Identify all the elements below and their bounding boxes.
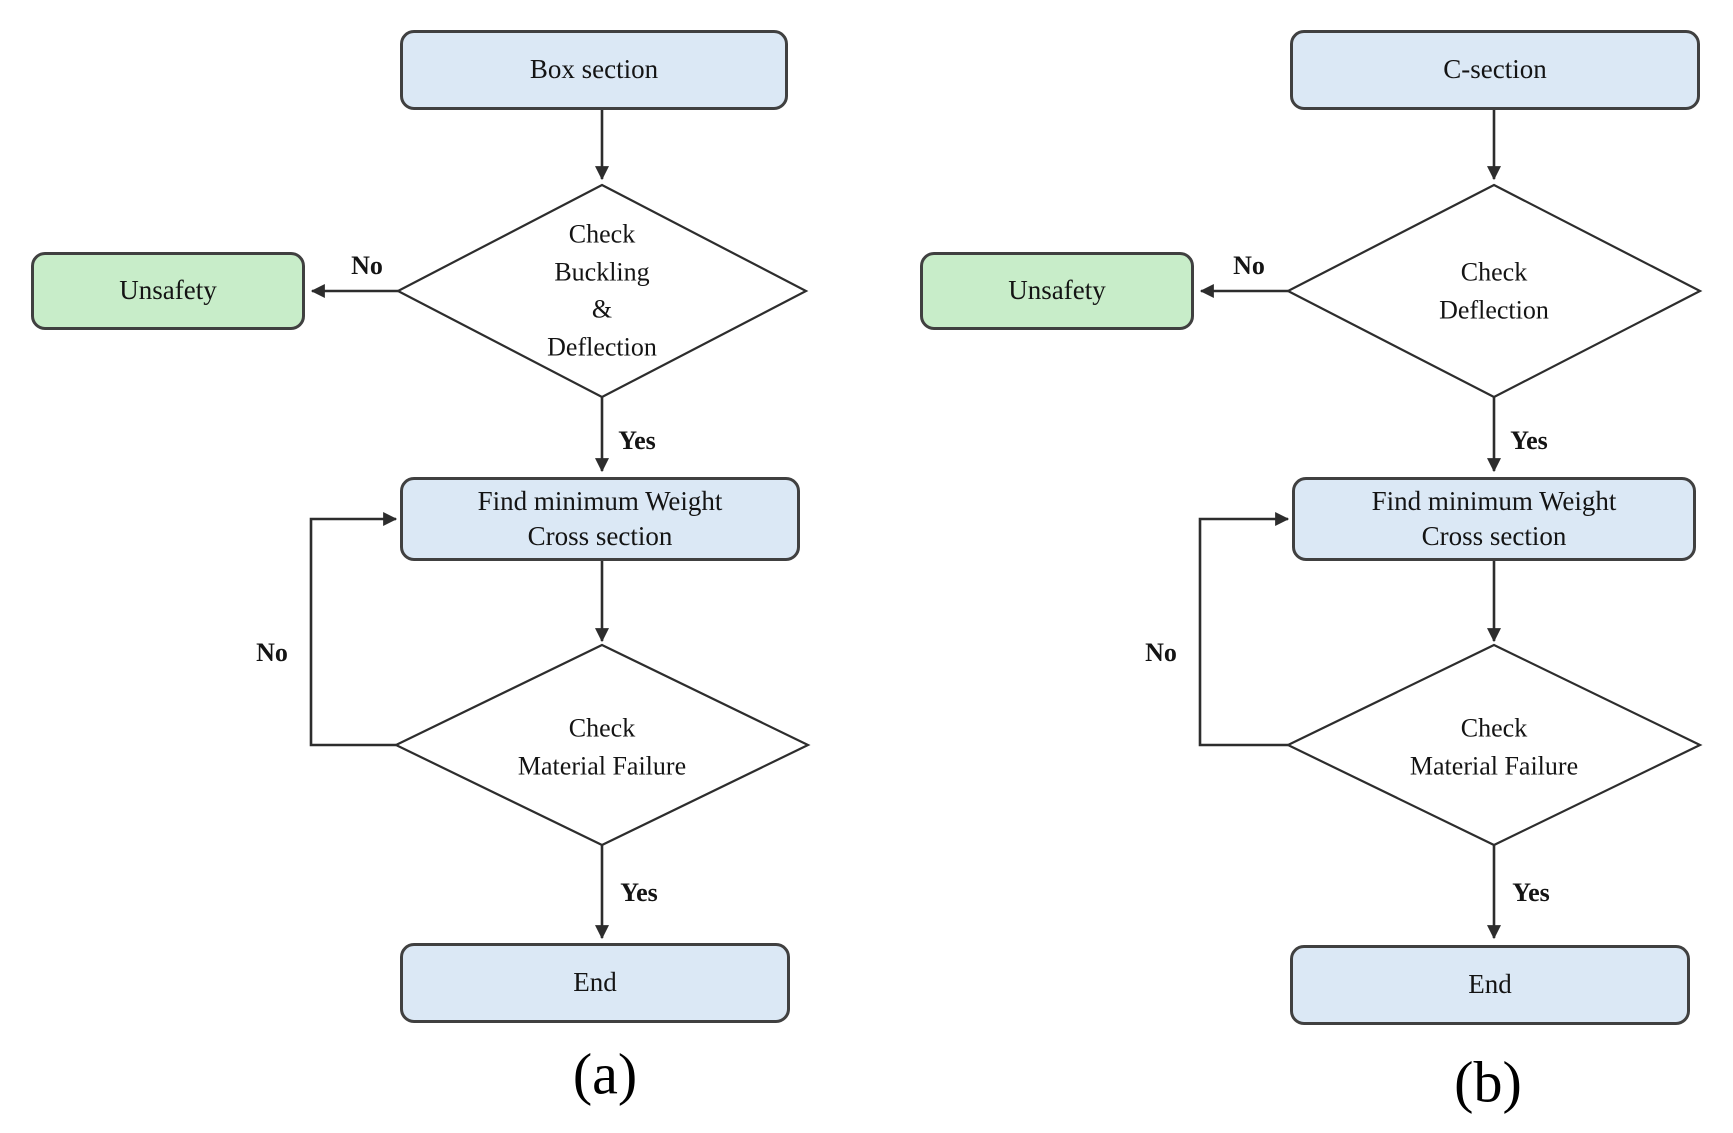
- node-find-minimum-weight-b: Find minimum Weight Cross section: [1292, 477, 1696, 561]
- decision-label-deflection: Check Deflection: [1439, 257, 1549, 324]
- edge-label-yes-2-b: Yes: [1512, 878, 1550, 907]
- caption-a: (a): [572, 1041, 638, 1107]
- decision-diamond-material-failure-a: [393, 643, 811, 847]
- edge-label-yes-1-a: Yes: [618, 426, 656, 455]
- node-unsafety-a: Unsafety: [31, 252, 305, 330]
- edge-label-no-1-a: No: [351, 251, 383, 280]
- decision-diamond-deflection: [1285, 183, 1703, 399]
- edge-label-no-1-b: No: [1233, 251, 1265, 280]
- loop-no-to-process-a: [309, 512, 398, 747]
- node-find-minimum-weight-a: Find minimum Weight Cross section: [400, 477, 800, 561]
- node-unsafety-b: Unsafety: [920, 252, 1194, 330]
- edge-label-no-2-a: No: [256, 638, 288, 667]
- node-box-section: Box section: [400, 30, 788, 110]
- node-end-a: End: [400, 943, 790, 1023]
- decision-label-material-failure-b: Check Material Failure: [1409, 713, 1579, 780]
- decision-label-material-failure-a: Check Material Failure: [517, 713, 687, 780]
- decision-diamond-buckling-deflection: [395, 183, 809, 399]
- edge-label-yes-1-b: Yes: [1510, 426, 1548, 455]
- edge-label-yes-2-a: Yes: [620, 878, 658, 907]
- node-end-b: End: [1290, 945, 1690, 1025]
- node-c-section: C-section: [1290, 30, 1700, 110]
- loop-no-to-process-b: [1198, 512, 1290, 747]
- decision-label-buckling-deflection: Check Buckling & Deflection: [547, 219, 657, 362]
- edge-label-no-2-b: No: [1145, 638, 1177, 667]
- caption-b: (b): [1454, 1049, 1522, 1115]
- decision-diamond-material-failure-b: [1285, 643, 1703, 847]
